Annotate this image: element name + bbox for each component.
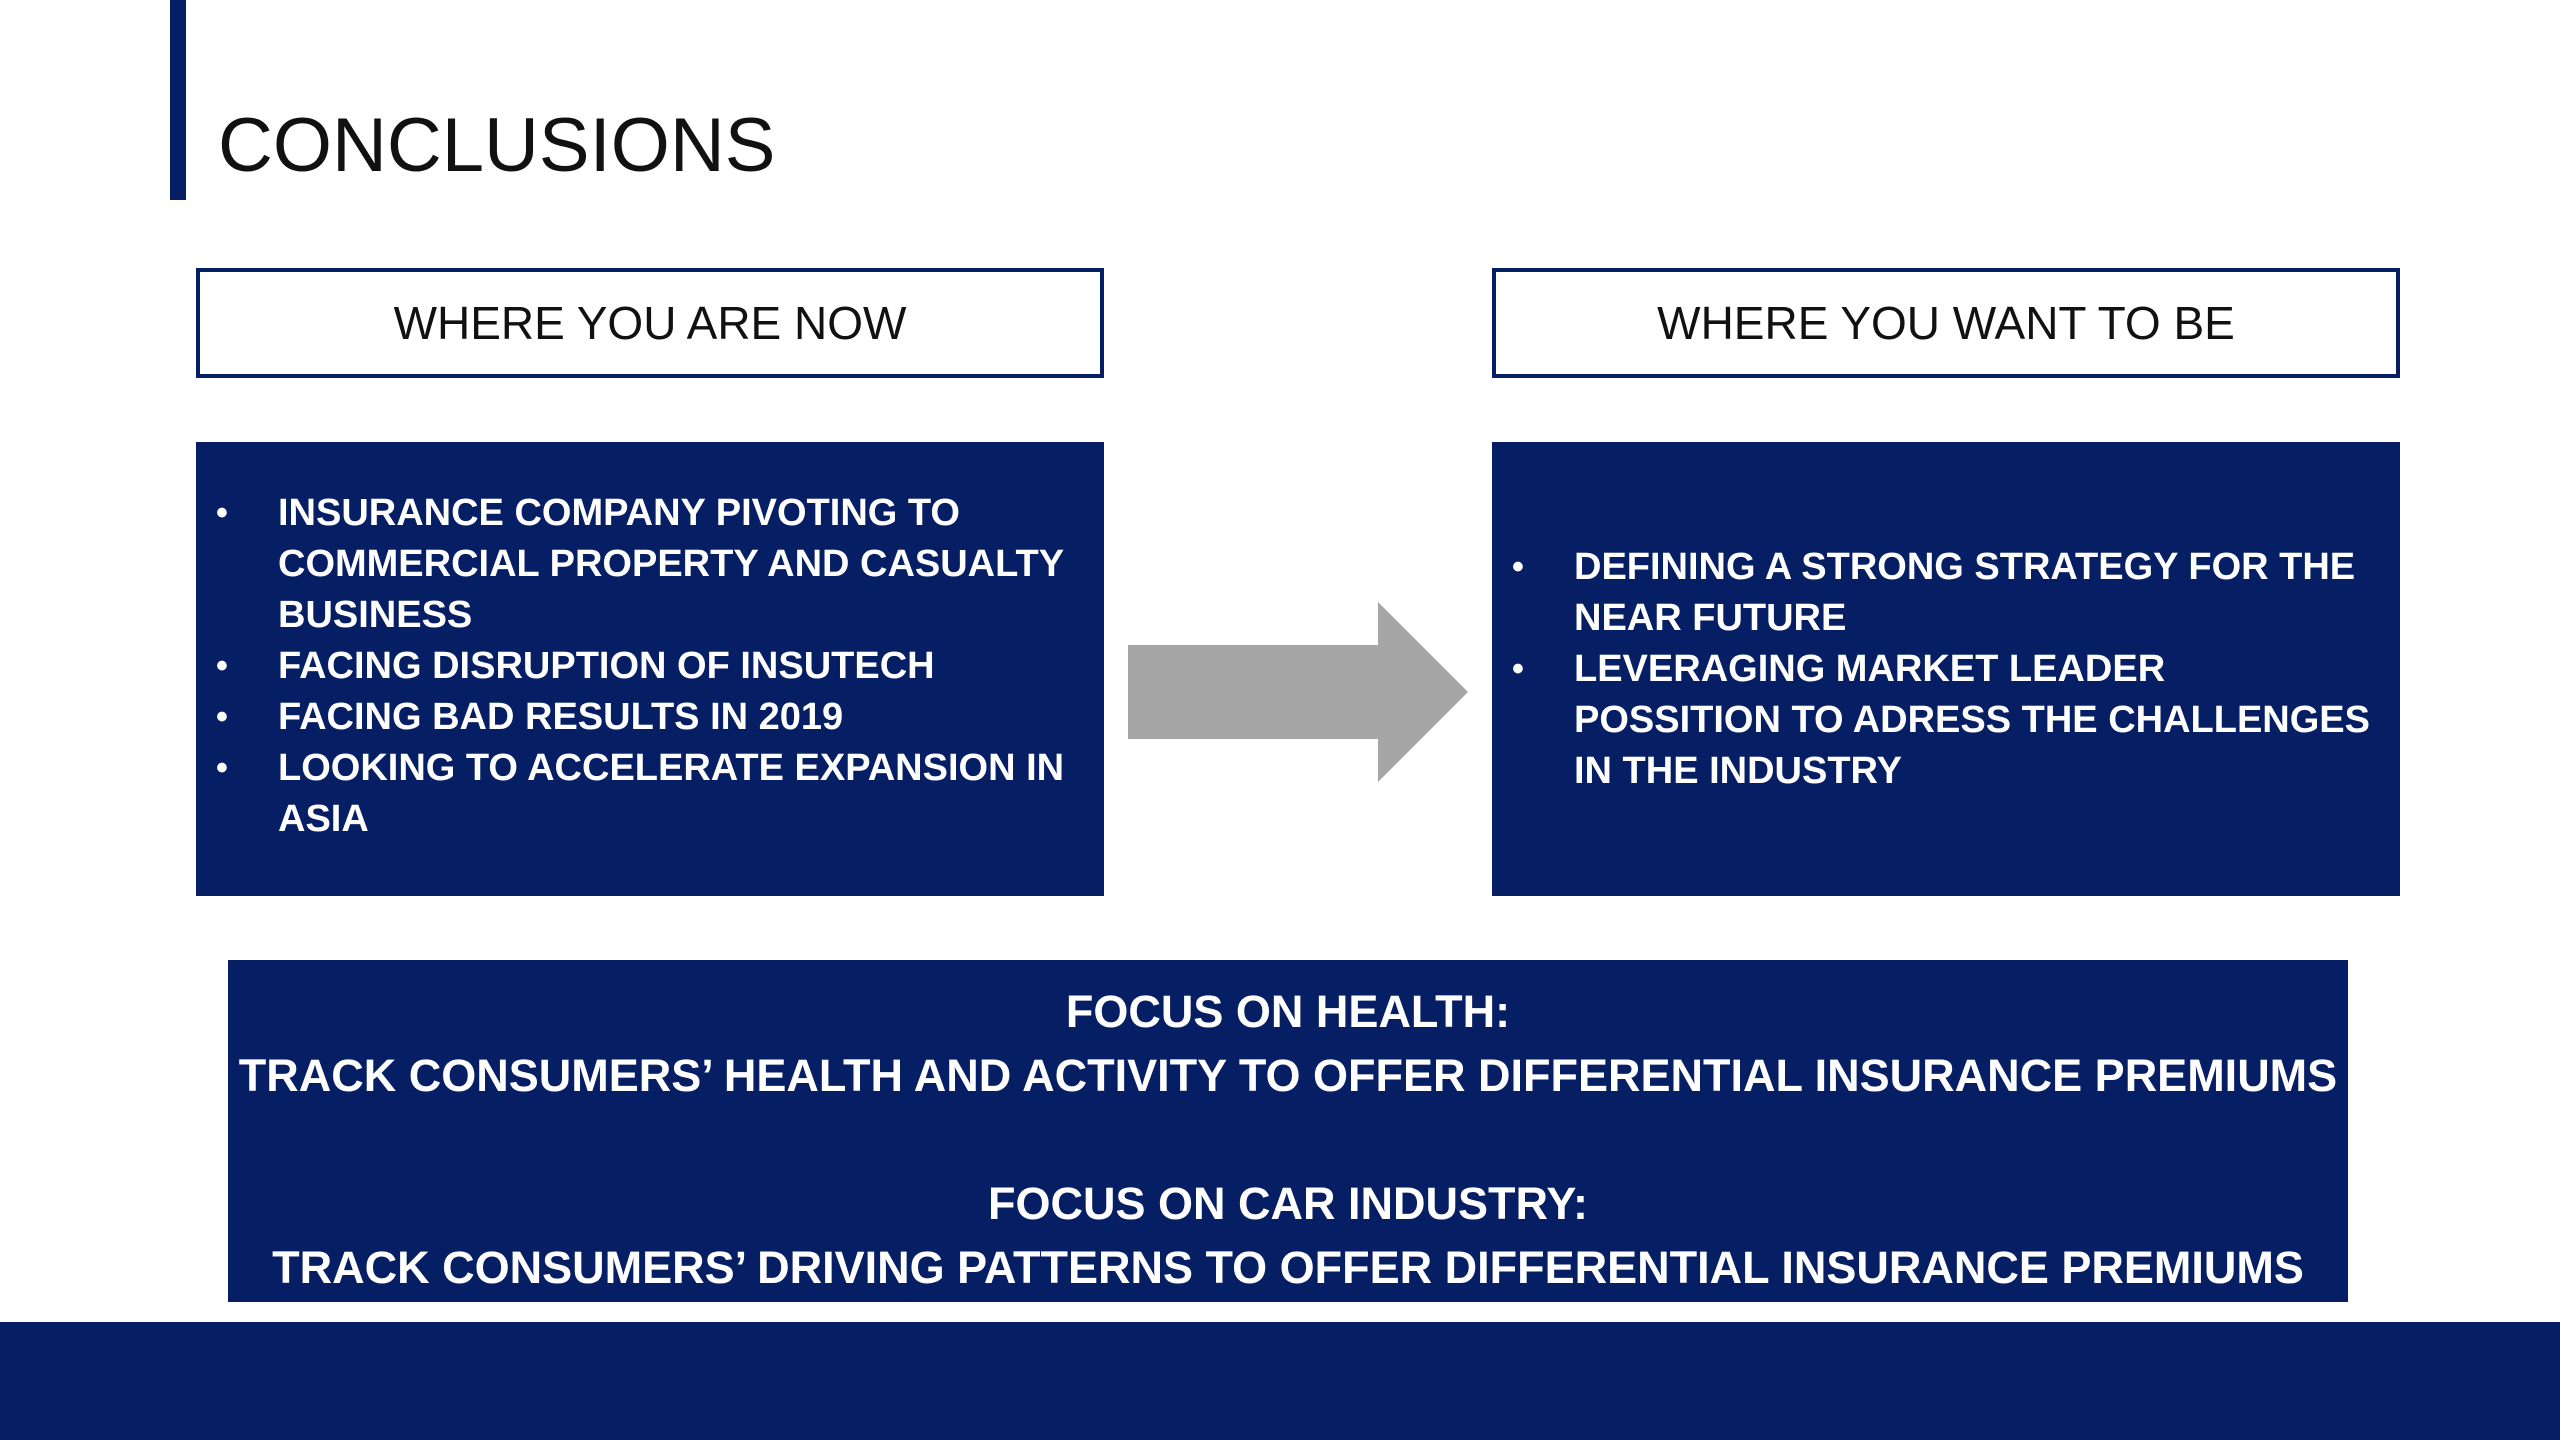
page-title: CONCLUSIONS [218, 103, 776, 188]
focus-health-text: TRACK CONSUMERS’ HEALTH AND ACTIVITY TO … [238, 1050, 2338, 1101]
header-where-you-are-now: WHERE YOU ARE NOW [196, 268, 1104, 378]
focus-health-title: FOCUS ON HEALTH: [1065, 986, 1511, 1037]
focus-car-text: TRACK CONSUMERS’ DRIVING PATTERNS TO OFF… [272, 1242, 2304, 1293]
focus-spacer [228, 1108, 2348, 1172]
footer-band [0, 1322, 2560, 1440]
header-where-you-want-to-be: WHERE YOU WANT TO BE [1492, 268, 2400, 378]
target-state-box: DEFINING A STRONG STRATEGY FOR THE NEAR … [1492, 442, 2400, 896]
list-item: FACING DISRUPTION OF INSUTECH [216, 641, 1080, 692]
list-item: DEFINING A STRONG STRATEGY FOR THE NEAR … [1512, 542, 2376, 644]
focus-summary-box: FOCUS ON HEALTH: TRACK CONSUMERS’ HEALTH… [228, 960, 2348, 1302]
right-arrow-icon [1128, 602, 1468, 782]
target-state-list: DEFINING A STRONG STRATEGY FOR THE NEAR … [1492, 542, 2400, 797]
current-state-box: INSURANCE COMPANY PIVOTING TO COMMERCIAL… [196, 442, 1104, 896]
title-accent-bar [170, 0, 186, 200]
list-item: LOOKING TO ACCELERATE EXPANSION IN ASIA [216, 743, 1080, 845]
list-item: INSURANCE COMPANY PIVOTING TO COMMERCIAL… [216, 488, 1080, 641]
focus-car-title: FOCUS ON CAR INDUSTRY: [988, 1178, 1588, 1229]
list-item: LEVERAGING MARKET LEADER POSSITION TO AD… [1512, 644, 2376, 797]
current-state-list: INSURANCE COMPANY PIVOTING TO COMMERCIAL… [196, 488, 1104, 845]
list-item: FACING BAD RESULTS IN 2019 [216, 692, 1080, 743]
